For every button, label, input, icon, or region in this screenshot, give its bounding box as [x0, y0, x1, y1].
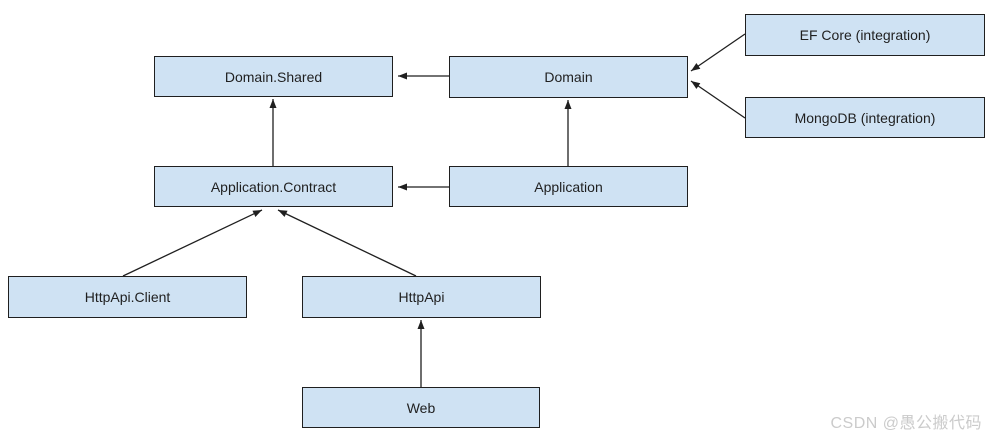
node-application: Application — [449, 166, 688, 207]
node-label: Domain.Shared — [224, 68, 323, 85]
edge-httpapi-to-application-contract — [277, 209, 417, 277]
node-label: MongoDB (integration) — [794, 109, 936, 126]
edge-httpapi-client-to-application-contract — [122, 209, 263, 277]
node-domain: Domain — [449, 56, 688, 98]
edge-ef-core-to-domain — [690, 33, 746, 72]
node-httpapi: HttpApi — [302, 276, 541, 318]
node-label: Web — [406, 399, 436, 416]
node-mongodb: MongoDB (integration) — [745, 97, 985, 138]
node-ef-core: EF Core (integration) — [745, 14, 985, 56]
node-web: Web — [302, 387, 540, 428]
node-label: EF Core (integration) — [799, 27, 931, 43]
node-label: Application.Contract — [210, 178, 337, 195]
watermark: CSDN @愚公搬代码 — [830, 415, 982, 432]
node-label: HttpApi — [398, 289, 445, 305]
node-label: Application — [534, 178, 603, 195]
node-application-contract: Application.Contract — [154, 166, 393, 207]
node-label: HttpApi.Client — [84, 289, 171, 305]
node-httpapi-client: HttpApi.Client — [8, 276, 247, 318]
edge-mongodb-to-domain — [690, 80, 746, 119]
node-label: Domain — [544, 69, 593, 85]
node-domain-shared: Domain.Shared — [154, 56, 393, 97]
